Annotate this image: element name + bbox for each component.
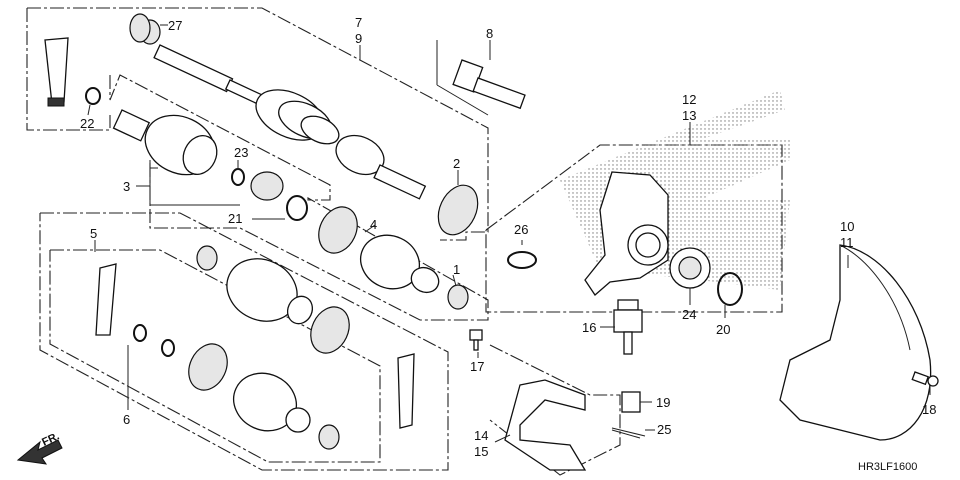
- callout-27: 27: [168, 18, 182, 33]
- grease-tube-upper: [44, 37, 69, 107]
- callout-9: 9: [355, 31, 362, 46]
- callout-21: 21: [228, 211, 242, 226]
- callout-6: 6: [123, 412, 130, 427]
- bearing-cage: [250, 171, 284, 201]
- callout-14: 14: [474, 428, 488, 443]
- callout-20: 20: [716, 322, 730, 337]
- callout-25: 25: [657, 422, 671, 437]
- group-outline-sensor-bracket: [489, 344, 621, 476]
- boot-kit-6: [95, 245, 415, 450]
- callout-22: 22: [80, 116, 94, 131]
- circlip-20: [717, 272, 743, 306]
- circlip-22: [85, 87, 101, 105]
- group-outline-knuckle: [485, 144, 783, 313]
- callout-13: 13: [682, 108, 696, 123]
- diagram-code: HR3LF1600: [858, 461, 917, 473]
- splash-guard: [779, 244, 932, 441]
- group-outline-grease-22: [26, 8, 111, 131]
- boot-4: [318, 206, 469, 310]
- callout-4: 4: [370, 217, 377, 232]
- wheel-bearing: [669, 247, 711, 289]
- clamp-2: [437, 184, 479, 236]
- group-outline-boot-kit-6: [39, 212, 449, 471]
- callout-3: 3: [123, 179, 130, 194]
- callout-2: 2: [453, 156, 460, 171]
- cotter-pin-25: [611, 427, 646, 439]
- callout-5: 5: [90, 226, 97, 241]
- callout-15: 15: [474, 444, 488, 459]
- callout-10: 10: [840, 219, 854, 234]
- callout-24: 24: [682, 307, 696, 322]
- group-outline-upper-joint: [109, 74, 489, 321]
- circlip-23: [231, 168, 245, 186]
- bolt-18: [911, 371, 939, 387]
- ball-joint: [613, 299, 643, 355]
- callout-12: 12: [682, 92, 696, 107]
- callout-7: 7: [355, 15, 362, 30]
- callout-17: 17: [470, 359, 484, 374]
- circlip-21: [286, 195, 308, 221]
- castle-nut-19: [621, 391, 641, 413]
- stub-shaft: [452, 59, 526, 110]
- clamp-27: [129, 13, 151, 43]
- front-direction-arrow: [16, 439, 63, 465]
- callout-16: 16: [582, 320, 596, 335]
- callout-11: 11: [840, 235, 854, 250]
- callout-23: 23: [234, 145, 248, 160]
- callout-8: 8: [486, 26, 493, 41]
- circlip-26: [507, 251, 537, 269]
- steering-knuckle: [584, 171, 669, 296]
- callout-26: 26: [514, 222, 528, 237]
- group-outline-boot-kit-5: [49, 249, 381, 463]
- leader-lines: [87, 24, 931, 443]
- group-outline-upper-shaft: [27, 7, 489, 241]
- callout-labels: 1 2 3 4 5 6 7 9 8 10 11 12 13 14 15 16 1…: [40, 15, 936, 473]
- inboard-joint: [112, 109, 218, 176]
- callout-1: 1: [453, 262, 460, 277]
- callout-19: 19: [656, 395, 670, 410]
- clamp-1: [447, 284, 469, 310]
- sensor-bracket: [504, 379, 587, 471]
- drive-shaft-assembly: [139, 19, 427, 200]
- callout-18: 18: [922, 402, 936, 417]
- bolt-17: [469, 329, 483, 351]
